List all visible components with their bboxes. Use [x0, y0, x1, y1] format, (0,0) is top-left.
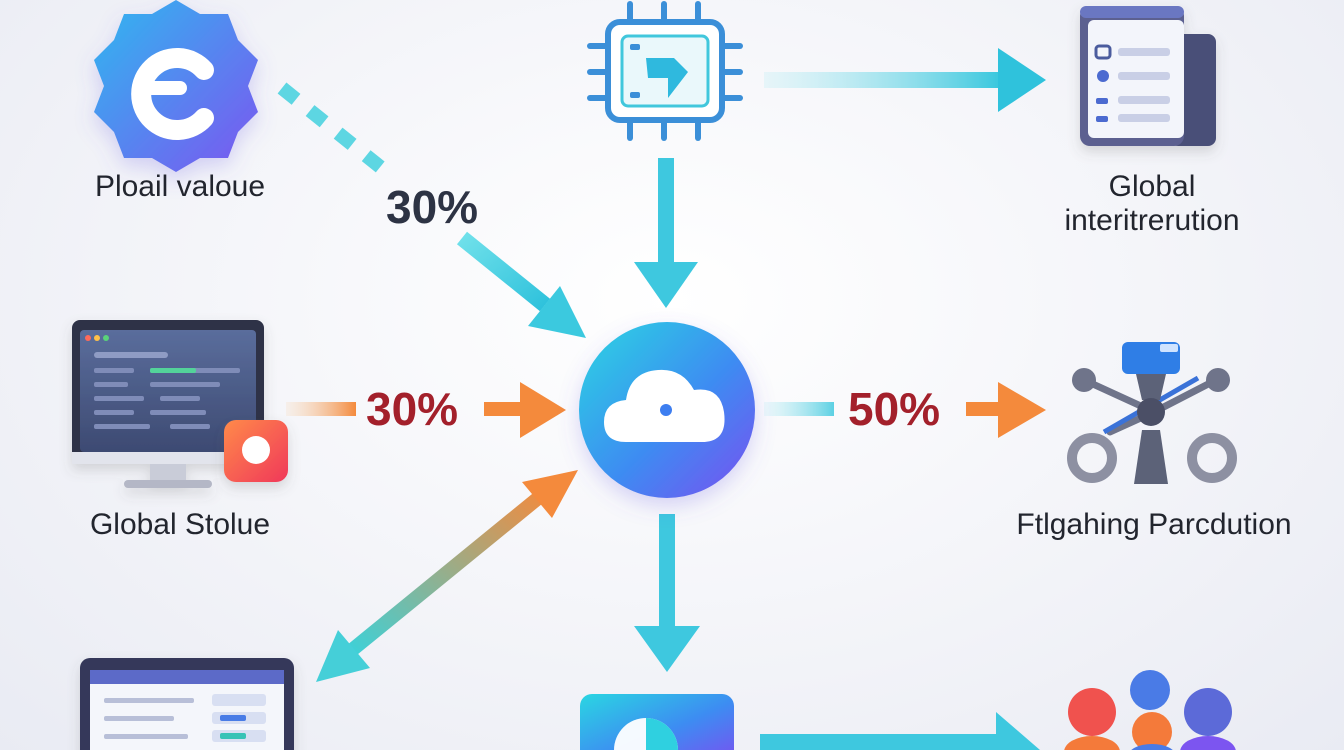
edge-label-top-left: 30%	[386, 181, 479, 233]
arrow-chart-to-people	[760, 712, 1040, 750]
arrow-chip-to-document	[764, 48, 1046, 112]
arrow-top-left-to-center	[277, 82, 586, 338]
arrow-monitor-to-cloud	[286, 382, 566, 438]
people-group-icon	[1064, 670, 1236, 750]
arrow-chip-to-cloud	[634, 158, 698, 308]
arrow-cloud-to-laptop	[316, 470, 578, 682]
edge-label-middle-left: 30%	[366, 383, 459, 435]
arrow-cloud-to-chart	[634, 514, 700, 672]
cloud-icon	[579, 322, 755, 498]
arrow-cloud-to-hub	[764, 382, 1046, 438]
node-label-top-left: Ploail valoue	[94, 170, 266, 203]
node-label-top-right-line1: Global	[1108, 170, 1196, 203]
node-label-middle-right: Ftlgahing Parcdution	[1016, 508, 1292, 541]
record-badge-icon	[224, 420, 288, 482]
pie-chart-icon	[580, 694, 734, 750]
processor-chip-icon	[587, 1, 743, 141]
laptop-icon	[80, 658, 294, 750]
edge-label-middle-right: 50%	[848, 383, 941, 435]
monitor-icon	[72, 320, 264, 488]
gear-c-icon	[94, 0, 258, 172]
node-label-top-right-line2: interitreruti­on	[1064, 204, 1240, 237]
node-label-middle-left: Global Stolue	[89, 508, 271, 541]
document-list-icon	[1080, 6, 1216, 146]
network-hub-icon	[1067, 342, 1237, 484]
